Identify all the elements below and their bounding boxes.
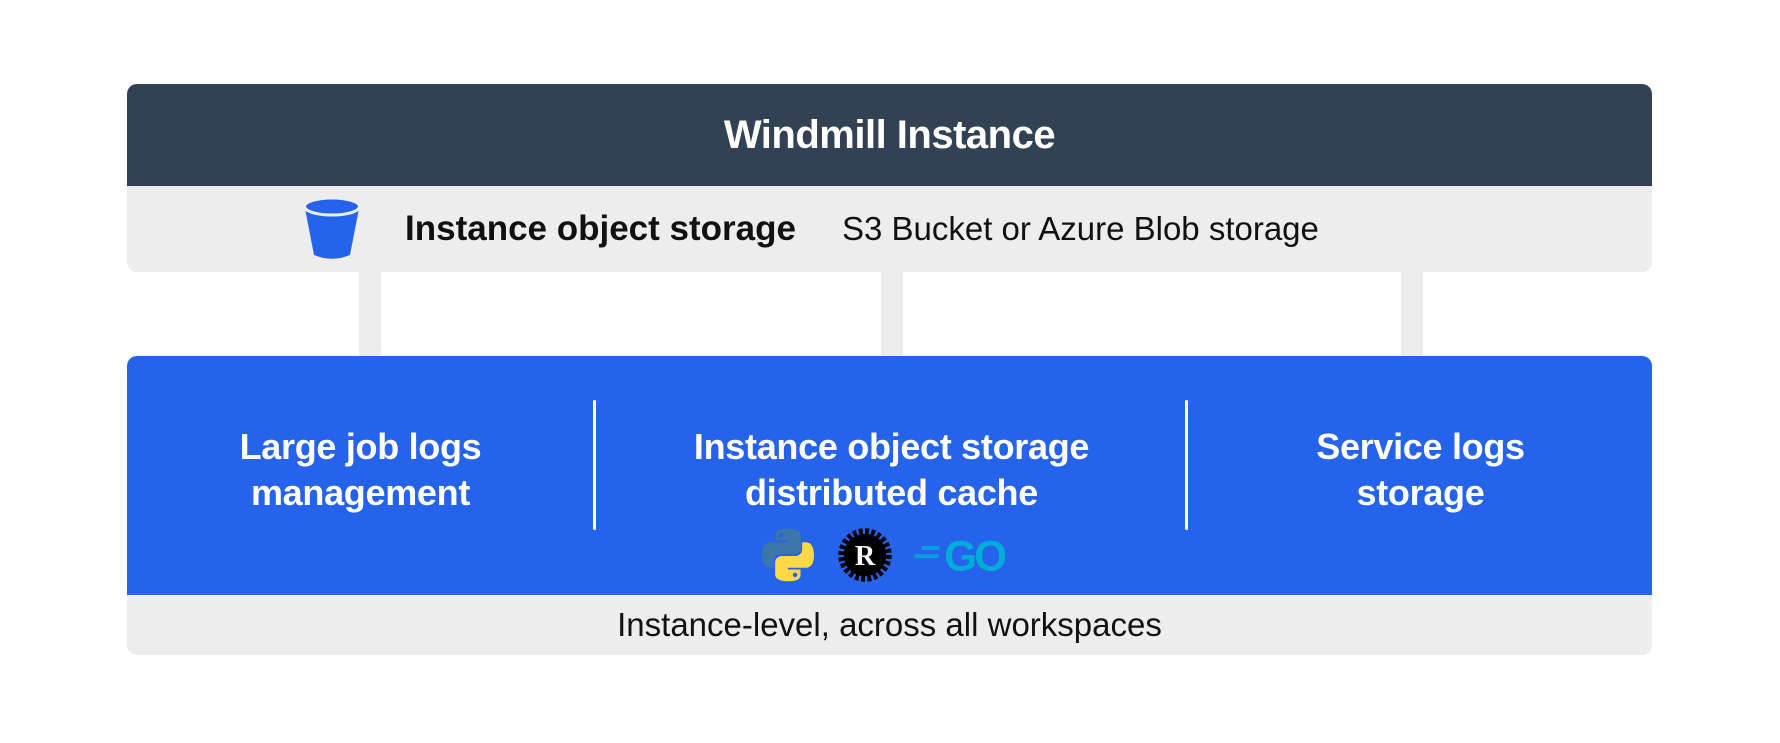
features-box: Large job logs management Instance objec… [127,356,1652,595]
feature-large-job-logs: Large job logs management [127,356,594,595]
bucket-icon [302,196,362,262]
rust-icon: R [836,526,894,584]
go-icon: GO [913,533,1024,577]
feature-title: Large job logs management [239,426,482,514]
divider [593,400,596,530]
object-storage-bar: Instance object storage S3 Bucket or Azu… [127,186,1652,272]
python-icon [760,527,816,583]
language-logos-row: R GO [760,526,1024,584]
feature-title: Service logs storage [1316,426,1525,514]
go-label: GO [944,533,1006,577]
rust-letter: R [854,541,875,572]
feature-distributed-cache: Instance object storage distributed cach… [597,356,1186,595]
page-title: Windmill Instance [723,112,1056,157]
instance-card: Windmill Instance Instance object storag… [127,84,1652,272]
divider [1185,400,1188,530]
feature-title: Instance object storage distributed cach… [693,426,1090,514]
scope-footer: Instance-level, across all workspaces [127,595,1652,655]
feature-service-logs: Service logs storage [1189,356,1652,595]
object-storage-detail: S3 Bucket or Azure Blob storage [841,210,1319,247]
scope-caption: Instance-level, across all workspaces [617,606,1162,643]
instance-title-bar: Windmill Instance [127,84,1652,186]
object-storage-label: Instance object storage [405,209,796,248]
